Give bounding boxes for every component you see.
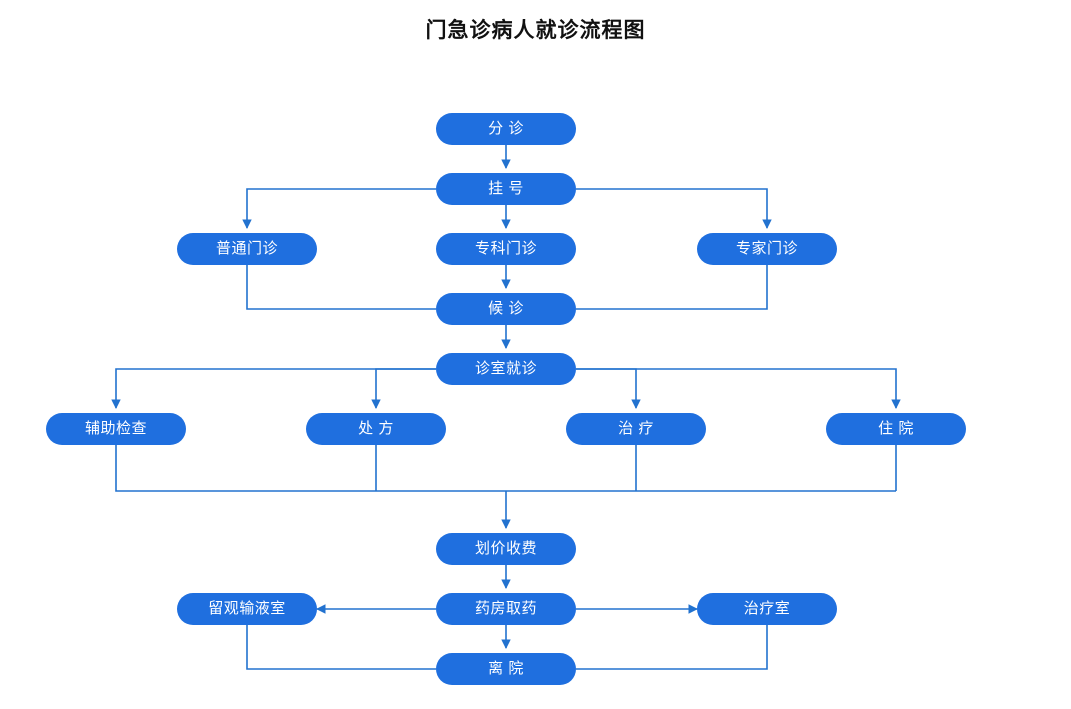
edge-expert-waiting xyxy=(576,265,768,310)
node-discharge[interactable]: 离 院 xyxy=(436,653,576,685)
node-treatment[interactable]: 治 疗 xyxy=(566,413,706,445)
edge-consult-treatment xyxy=(576,368,641,409)
edge-register-general xyxy=(242,188,436,229)
node-admission[interactable]: 住 院 xyxy=(826,413,966,445)
edge-observation-discharge xyxy=(246,625,436,670)
node-register[interactable]: 挂 号 xyxy=(436,173,576,205)
page-title: 门急诊病人就诊流程图 xyxy=(425,19,646,42)
edge-general-waiting xyxy=(246,265,436,310)
edge-merge-bar xyxy=(115,445,896,492)
edge-register-expert xyxy=(576,188,772,229)
node-waiting[interactable]: 候 诊 xyxy=(436,293,576,325)
node-observation-infusion-room[interactable]: 留观输液室 xyxy=(177,593,317,625)
node-billing[interactable]: 划价收费 xyxy=(436,533,576,565)
node-general-clinic[interactable]: 普通门诊 xyxy=(177,233,317,265)
node-specialty-clinic[interactable]: 专科门诊 xyxy=(436,233,576,265)
node-auxiliary-exam[interactable]: 辅助检查 xyxy=(46,413,186,445)
node-prescription[interactable]: 处 方 xyxy=(306,413,446,445)
node-pharmacy[interactable]: 药房取药 xyxy=(436,593,576,625)
node-expert-clinic[interactable]: 专家门诊 xyxy=(697,233,837,265)
edge-consult-prescription xyxy=(371,368,436,409)
edge-consult-admission xyxy=(576,368,901,409)
edge-treatroom-discharge xyxy=(576,625,768,670)
node-consultation-room[interactable]: 诊室就诊 xyxy=(436,353,576,385)
edge-consult-auxexam xyxy=(111,368,436,409)
node-triage[interactable]: 分 诊 xyxy=(436,113,576,145)
node-treatment-room[interactable]: 治疗室 xyxy=(697,593,837,625)
